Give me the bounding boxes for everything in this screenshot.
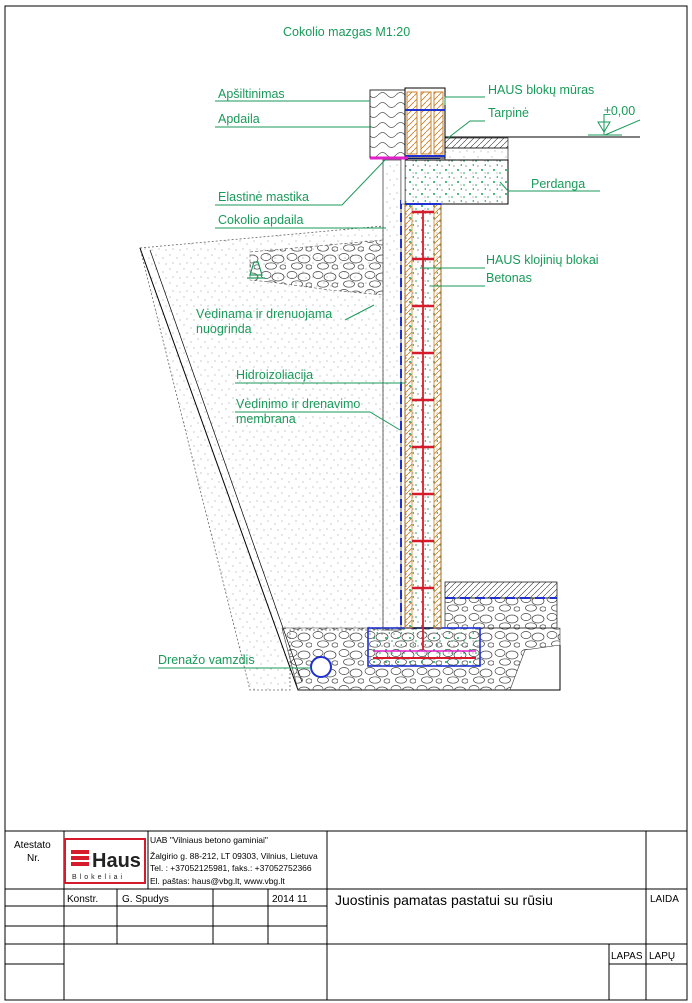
nr-label: Nr.	[27, 853, 40, 864]
plinth-finish	[382, 159, 402, 631]
lapu-label: LAPŲ	[649, 951, 675, 962]
label-nuogrinda-1: Vėdinama ir drenuojama	[196, 307, 332, 321]
backfill-soil	[139, 225, 384, 691]
drawing-title: Cokolio mazgas M1:20	[283, 25, 410, 39]
label-membrana-1: Vėdinimo ir drenavimo	[236, 397, 360, 411]
logo-text: Haus	[92, 850, 141, 872]
label-klojiniu-blokai: HAUS klojinių blokai	[486, 253, 599, 267]
label-perdanga: Perdanga	[531, 177, 585, 191]
company-phone: Tel. : +37052125981, faks.: +37052752366	[150, 863, 312, 873]
level-mark: ±0,00	[604, 104, 635, 118]
annotation-leaders	[158, 96, 641, 669]
sheet-frame	[4, 5, 688, 1001]
label-apsiltinimas: Apšiltinimas	[218, 87, 285, 101]
label-drenazo-vamzdis: Drenažo vamzdis	[158, 653, 255, 667]
rebar-stirrups	[412, 210, 434, 590]
author-name: G. Spudys	[122, 894, 169, 905]
drainage-pipe-icon	[310, 656, 332, 678]
label-betonas: Betonas	[486, 271, 532, 285]
label-apdaila: Apdaila	[218, 112, 260, 126]
label-membrana-2: membrana	[236, 412, 296, 426]
label-haus-muras: HAUS blokų mūras	[488, 83, 594, 97]
thermal-insulation	[369, 89, 406, 159]
label-hidroizoliacija: Hidroizoliacija	[236, 368, 313, 382]
label-cokolio-apdaila: Cokolio apdaila	[218, 213, 304, 227]
laida-label: LAIDA	[650, 894, 679, 905]
detail-drawing	[139, 87, 640, 691]
pavement-gravel	[249, 239, 384, 296]
basement-floor-insulation	[444, 581, 558, 599]
label-elastine-mastika: Elastinė mastika	[218, 190, 309, 204]
strip-footing	[367, 627, 481, 667]
drawing-date: 2014 11	[272, 894, 308, 905]
logo-subtext: Blokeliai	[72, 874, 125, 881]
drawing-main-title: Juostinis pamatas pastatui su rūsiu	[335, 892, 553, 908]
label-nuogrinda-2: nuogrinda	[196, 322, 252, 336]
floor-slab	[404, 159, 509, 205]
drain-grate-icon	[247, 261, 265, 279]
company-address: Žalgirio g. 88-212, LT 09303, Vilnius, L…	[150, 851, 318, 861]
haus-logo: Haus Blokeliai	[64, 838, 146, 884]
konstr-label: Konstr.	[67, 894, 98, 905]
title-block	[5, 830, 687, 1000]
atestato-label: Atestato	[14, 840, 51, 851]
lapas-label: LAPAS	[611, 951, 643, 962]
company-name: UAB "Vilniaus betono gaminiai"	[150, 835, 268, 845]
label-tarpine: Tarpinė	[488, 106, 529, 120]
company-email: El. paštas: haus@vbg.lt, www.vbg.lt	[150, 876, 285, 886]
